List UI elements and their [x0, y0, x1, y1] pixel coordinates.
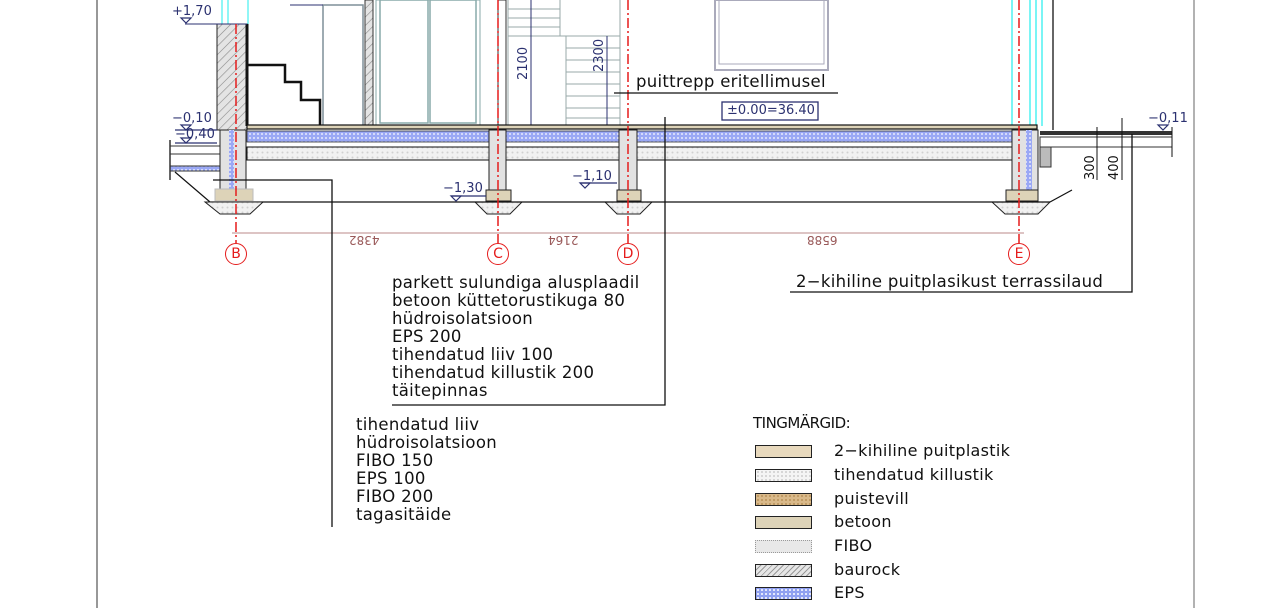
legend-label: tihendatud killustik [834, 465, 994, 484]
dim-2100: 2100 [516, 46, 531, 80]
floor-layer: tihendatud liiv 100 [392, 345, 554, 364]
floor-layer: parkett sulundiga alusplaadil [392, 273, 640, 292]
swatch-concrete [755, 516, 812, 529]
floor-leader [392, 117, 666, 406]
level-plus-170: +1,70 [172, 4, 212, 19]
floor-layer: täitepinnas [392, 381, 488, 400]
axis-dim-c-d: 2164 [548, 233, 579, 247]
floor-layer: hüdroisolatsioon [392, 309, 533, 328]
axis-dim-b-c: 4382 [349, 233, 380, 247]
floor-layer: EPS 200 [392, 327, 462, 346]
dim-400: 400 [1107, 155, 1122, 180]
legend-title: TINGMÄRGID: [753, 414, 851, 432]
swatch-wpc [755, 445, 812, 458]
axis-marker-c: C [487, 243, 509, 265]
wall-layer: FIBO 150 [356, 451, 434, 470]
dim-300: 300 [1083, 155, 1098, 180]
swatch-eps [755, 587, 812, 600]
wall-layer: EPS 100 [356, 469, 426, 488]
swatch-wood-wool [755, 493, 812, 506]
wall-layer: tagasitäide [356, 505, 452, 524]
wall-layer: FIBO 200 [356, 487, 434, 506]
axis-marker-d: D [617, 243, 639, 265]
swatch-gravel [755, 469, 812, 482]
level-minus-010: −0,10 [172, 111, 212, 126]
wall-layer: hüdroisolatsioon [356, 433, 497, 452]
level-minus-130: −1,30 [443, 181, 483, 196]
stair-note: puittrepp eritellimusel [636, 72, 826, 91]
datum-box: ±0.00=36.40 [727, 103, 815, 118]
swatch-fibo [755, 540, 812, 553]
wall-baurock [216, 23, 248, 131]
legend-label: FIBO [834, 536, 873, 555]
axis-marker-e: E [1008, 243, 1030, 265]
legend-label: 2−kihiline puitplastik [834, 441, 1011, 460]
wall-layer: tihendatud liiv [356, 415, 480, 434]
footings [203, 188, 1052, 215]
wall-leader [213, 179, 333, 527]
legend-label: baurock [834, 560, 901, 579]
floor-slab [246, 124, 1038, 130]
outdoor-steps [247, 63, 322, 126]
legend-label: EPS [834, 583, 865, 602]
terrace-note: 2−kihiline puitplasikust terrassilaud [796, 272, 1104, 291]
eps-layer [246, 130, 1038, 143]
level-minus-110: −1,10 [572, 169, 612, 184]
legend-label: betoon [834, 512, 892, 531]
axis-lines [235, 0, 1020, 243]
level-minus-040: −0,40 [175, 127, 215, 142]
axis-dim-d-e: 6588 [807, 233, 838, 247]
swatch-baurock [755, 564, 812, 577]
level-minus-011: −0,11 [1148, 111, 1188, 126]
wall-layers-note: tihendatud liiv hüdroisolatsioon FIBO 15… [356, 416, 497, 524]
floor-layer: tihendatud killustik 200 [392, 363, 595, 382]
gravel-layer [246, 146, 1038, 161]
dim-2300: 2300 [592, 38, 607, 72]
floor-layers-note: parkett sulundiga alusplaadil betoon küt… [392, 274, 639, 400]
legend-label: puistevill [834, 489, 909, 508]
axis-marker-b: B [225, 243, 247, 265]
floor-layer: betoon küttetorustikuga 80 [392, 291, 626, 310]
terrace-leader [790, 134, 1133, 293]
